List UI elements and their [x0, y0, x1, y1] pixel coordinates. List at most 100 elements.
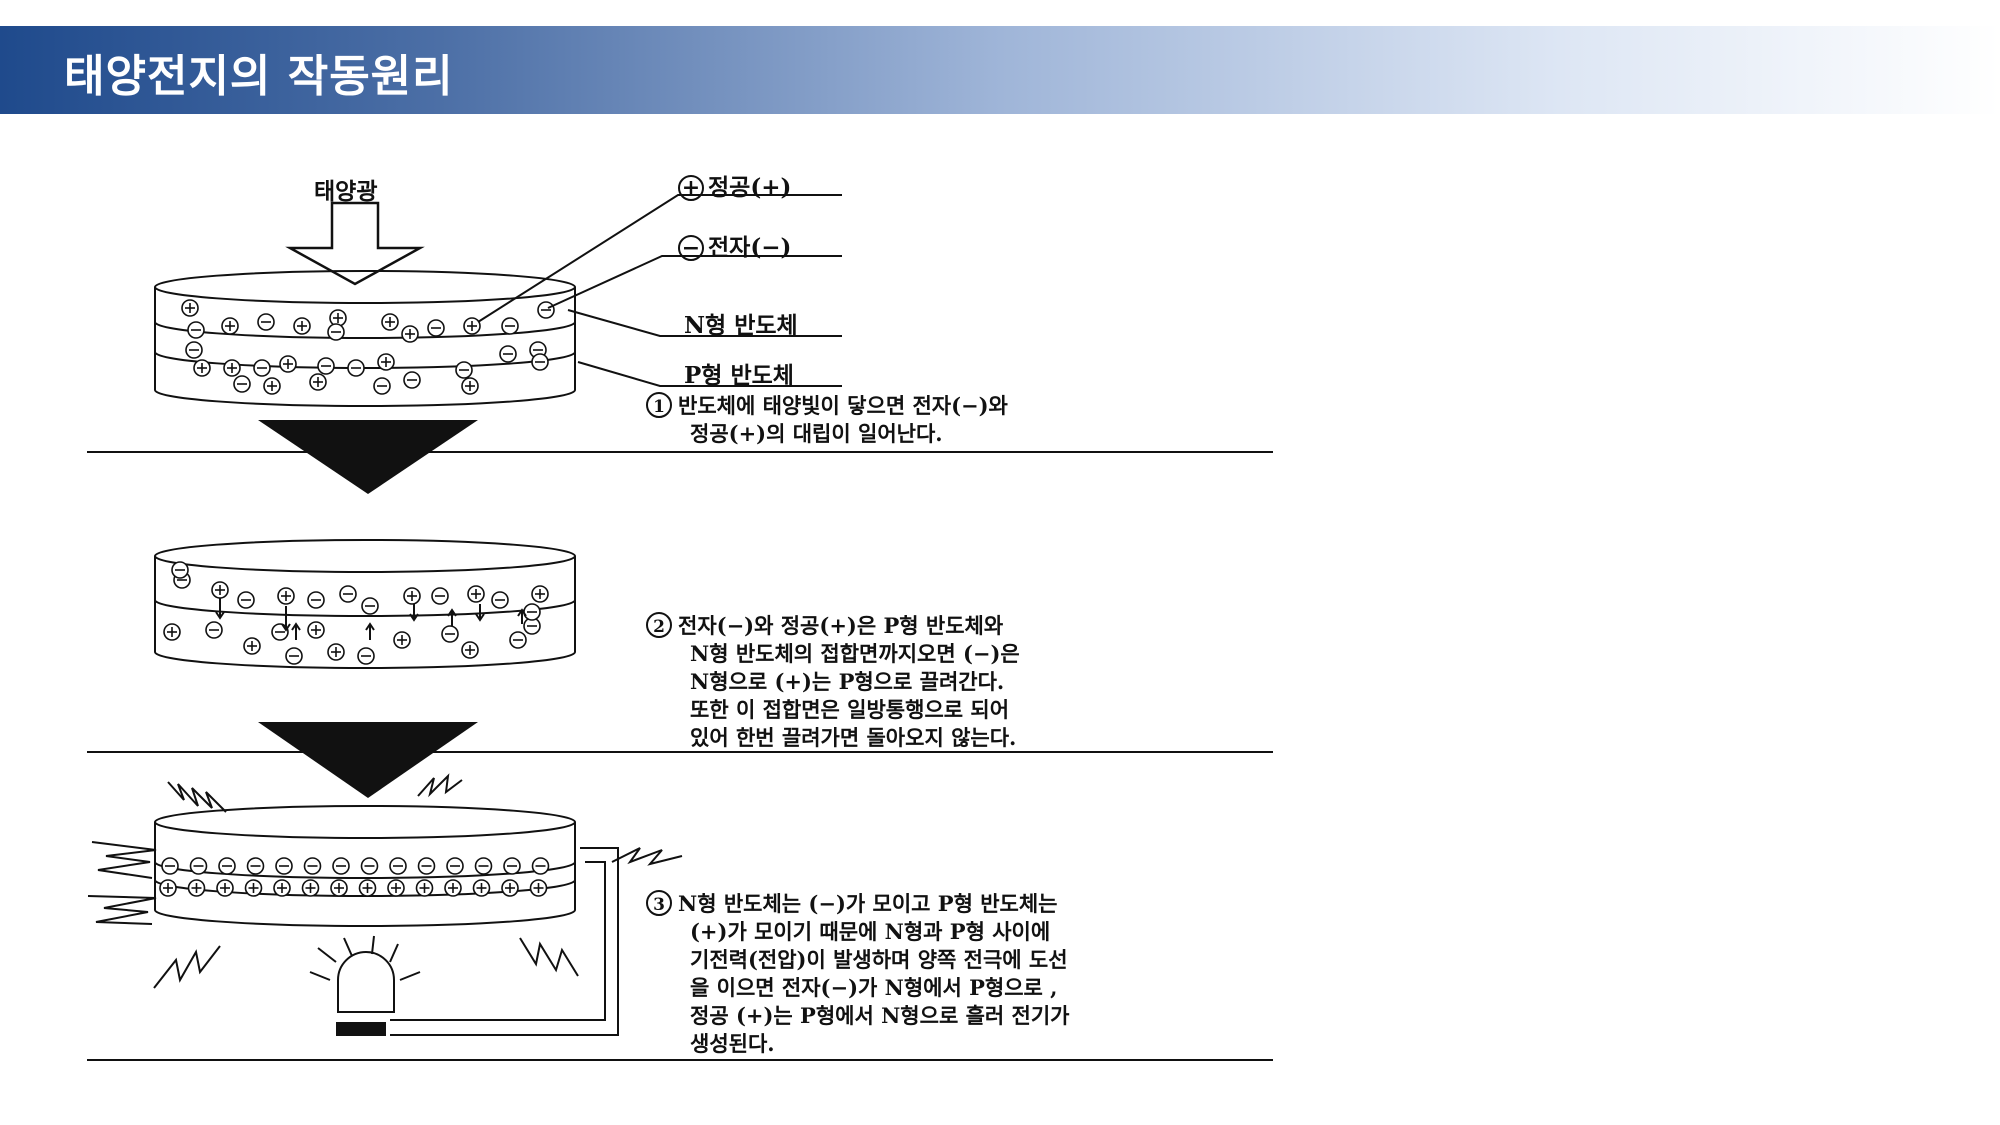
step-line: 정공 (+)는 P형에서 N형으로 흘러 전기가	[690, 1003, 1070, 1028]
electron-particle-icon	[531, 857, 550, 875]
electron-particle-icon	[303, 857, 322, 875]
electron-label: −전자(−)	[678, 228, 791, 262]
electron-particle-icon	[455, 361, 473, 379]
spark-5	[153, 945, 221, 989]
electron-particle-icon	[491, 591, 509, 609]
hole-particle-icon	[461, 641, 479, 659]
spark-1	[167, 781, 227, 813]
p-type-label: P형 반도체	[684, 362, 794, 389]
down-arrow-1	[258, 420, 478, 494]
hole-label-text: 정공(+)	[708, 174, 792, 201]
hole-particle-icon	[444, 879, 462, 897]
electron-particle-icon	[275, 857, 293, 875]
flow-arrow	[215, 598, 225, 620]
electron-particle-icon	[189, 857, 208, 875]
electron-particle-icon	[339, 585, 357, 603]
electron-particle-icon	[427, 319, 445, 337]
electron-particle-icon	[373, 377, 391, 395]
hole-particle-icon	[358, 879, 377, 897]
bulb-base	[336, 1022, 386, 1036]
minus-circle-icon: −	[678, 235, 704, 261]
cell-1	[154, 194, 842, 407]
hole-particle-icon	[273, 879, 291, 897]
hole-particle-icon	[501, 879, 519, 897]
hole-particle-icon	[330, 879, 348, 897]
down-arrow-2	[258, 722, 478, 798]
step-line: N형 반도체는 (−)가 모이고 P형 반도체는	[678, 891, 1058, 916]
leader-line-p-type	[577, 361, 842, 387]
electron-particle-icon	[431, 587, 449, 605]
electron-particle-icon	[237, 591, 255, 609]
electron-particle-icon	[446, 857, 464, 875]
flow-arrow	[409, 604, 419, 622]
flow-arrow	[365, 622, 375, 640]
hole-particle-icon	[223, 359, 241, 377]
hole-particle-icon	[463, 317, 481, 335]
step-line: (+)가 모이기 때문에 N형과 P형 사이에	[690, 919, 1051, 944]
electron-particle-icon	[537, 301, 555, 319]
hole-particle-icon	[309, 373, 327, 391]
electron-particle-icon	[403, 371, 421, 389]
charge-particles-cell-2	[163, 561, 549, 665]
electron-particle-icon	[332, 857, 350, 875]
charge-particles-cell-3	[159, 857, 550, 897]
leader-line-electron	[547, 255, 842, 309]
electron-particle-icon	[233, 375, 251, 393]
step-line: N형 반도체의 접합면까지오면 (−)은	[690, 641, 1020, 666]
page-title: 태양전지의 작동원리	[64, 51, 454, 102]
electron-particle-icon	[441, 625, 459, 643]
hole-particle-icon	[472, 879, 491, 897]
hole-particle-icon	[393, 631, 411, 649]
spark-7	[611, 847, 683, 866]
electron-particle-icon	[523, 603, 541, 621]
title-banner: 태양전지의 작동원리	[0, 26, 2000, 114]
plus-circle-icon: +	[678, 175, 704, 201]
hole-particle-icon	[211, 581, 229, 599]
hole-particle-icon	[307, 621, 325, 639]
electron-particle-icon	[347, 359, 365, 377]
spark-6	[519, 937, 579, 977]
electron-particle-icon	[361, 597, 379, 615]
electron-particle-icon	[185, 341, 203, 359]
n-type-label: N형 반도체	[684, 312, 798, 339]
hole-particle-icon	[221, 317, 239, 335]
hole-particle-icon	[461, 377, 479, 395]
hole-label: +정공(+)	[678, 168, 791, 202]
electron-particle-icon	[360, 857, 379, 875]
hole-particle-icon	[531, 585, 549, 603]
spark-3	[91, 841, 157, 879]
step-line: 기전력(전압)이 발생하며 양쪽 전극에 도선	[690, 947, 1068, 972]
electron-particle-icon	[171, 561, 189, 579]
leader-line-hole	[477, 194, 842, 323]
electron-particle-icon	[253, 359, 271, 377]
step-line: 있어 한번 끌려가면 돌아오지 않는다.	[690, 725, 1017, 750]
electron-particle-icon	[531, 353, 549, 371]
electron-particle-icon	[474, 857, 493, 875]
bulb-rays	[309, 935, 421, 981]
hole-particle-icon	[279, 355, 297, 373]
spark-2	[417, 773, 463, 798]
step-line: 전자(−)와 정공(+)은 P형 반도체와	[678, 613, 1004, 638]
hole-particle-icon	[187, 879, 206, 897]
hole-particle-icon	[163, 623, 181, 641]
hole-particle-icon	[327, 643, 345, 661]
electron-particle-icon	[218, 857, 236, 875]
step-line: 생성된다.	[690, 1031, 775, 1056]
hole-particle-icon	[216, 879, 234, 897]
electron-particle-icon	[503, 857, 521, 875]
flow-arrow	[291, 622, 301, 640]
hole-particle-icon	[159, 879, 177, 897]
hole-particle-icon	[415, 879, 434, 897]
cell-2	[154, 539, 576, 669]
light-bulb-icon	[337, 951, 395, 1013]
electron-particle-icon	[317, 357, 335, 375]
electron-particle-icon	[327, 323, 345, 341]
electron-particle-icon	[499, 345, 517, 363]
hole-particle-icon	[181, 299, 199, 317]
hole-particle-icon	[193, 359, 211, 377]
electron-particle-icon	[246, 857, 265, 875]
step-line: 을 이으면 전자(−)가 N형에서 P형으로 ,	[690, 975, 1058, 1000]
sunlight-arrow	[285, 201, 425, 286]
